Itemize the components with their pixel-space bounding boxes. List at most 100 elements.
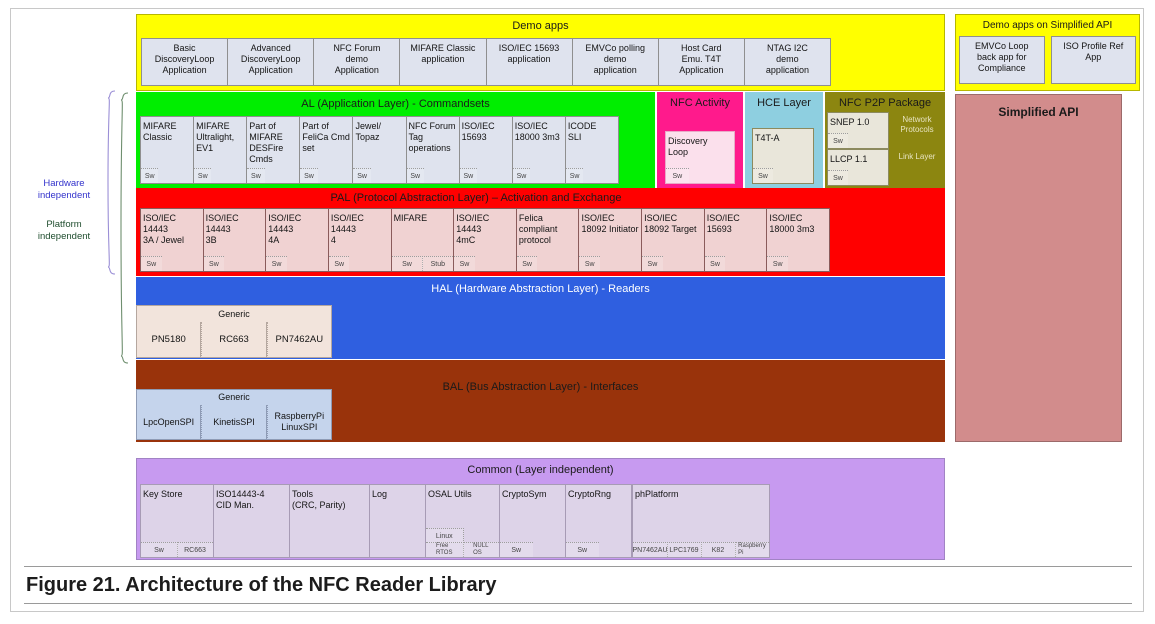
hardware-independent-line2: independent [37,190,91,201]
bal-module-1: KinetisSPI [201,405,267,440]
common-module-0-label: Key Store [143,489,183,499]
pal-module-3-tag-0: Sw [328,256,350,271]
pal-module-10-tag-0: Sw [767,256,788,271]
common-module-6-label: CryptoRng [568,489,612,499]
pal-module-6-tag-0: Sw [516,256,538,271]
hal-module-2: PN7462AU [266,322,332,358]
common-module-7-tag-2: K82 [701,542,736,557]
platform-independent-line1: Platform [46,219,82,230]
hal-generic-label: Generic [218,308,250,319]
hardware-independent-brace [100,90,116,275]
nfc-p2p-side-label-1: Link Layer [898,152,936,161]
al-module-8-tag-0: Sw [565,168,584,183]
common-module-3-label: Log [372,489,388,499]
pal-module-4-tag-1: Stub [422,256,454,271]
al-module-7-tag-0: Sw [512,168,531,183]
figure-frame [10,8,1144,612]
pal-module-5-tag-0: Sw [454,256,475,271]
al-layer-title: AL (Application Layer) - Commandsets [301,98,490,110]
nfc-p2p-module-0-label: SNEP 1.0 [830,117,870,127]
platform-independent-brace [113,92,129,364]
nfc-p2p-module-0-tag-0: Sw [828,133,848,148]
pal-module-0-tag-0: Sw [141,256,162,271]
caption-rule-top [24,566,1132,567]
al-module-1-tag-0: Sw [194,168,212,183]
common-module-7-tag-0: PN7462AU [632,542,668,557]
pal-layer-title: PAL (Protocol Abstraction Layer) – Activ… [330,192,622,204]
hal-module-1: RC663 [201,322,267,358]
hal-module-0: PN5180 [136,322,202,358]
common-module-7-tag-1: LPC1769 [667,542,702,557]
demo-apps-title: Demo apps [512,20,569,32]
pal-module-2-tag-0: Sw [266,256,287,271]
pal-module-4-label: MIFARE [393,213,428,223]
hce-layer-title: HCE Layer [757,97,811,109]
nfc-p2p-module-1-label: LLCP 1.1 [830,154,868,164]
demo-apps-simplified-title: Demo apps on Simplified API [982,19,1113,31]
common-module-4-label: OSAL Utils [428,489,472,499]
al-module-2-tag-0: Sw [247,168,265,183]
al-module-3-tag-0: Sw [300,168,318,183]
nfc-activity-module-0-tag-0: Sw [666,168,689,183]
al-module-4-tag-0: Sw [353,168,371,183]
common-module-0-tag-0: Sw [141,542,178,557]
